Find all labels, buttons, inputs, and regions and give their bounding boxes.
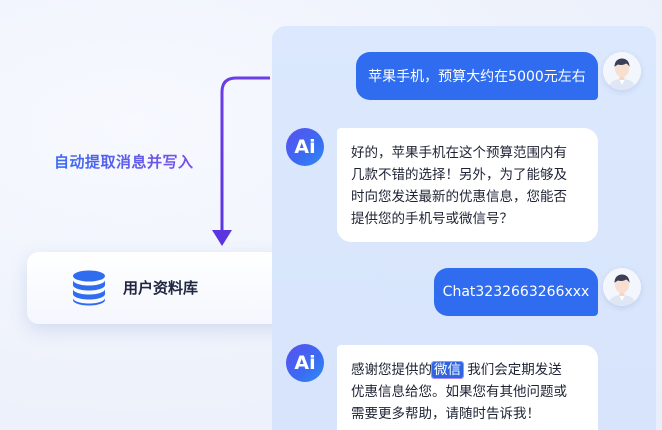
- ai-message-bubble: 好的，苹果手机在这个预算范围内有 几款不错的选择！另外，为了能够及 时向您发送最…: [337, 128, 598, 242]
- message-line: 需要更多帮助，请随时告诉我！: [351, 406, 540, 422]
- message-line: 感谢您提供的微信 我们会定期发送: [351, 359, 582, 381]
- database-label: 用户资料库: [123, 279, 199, 297]
- message-text: Chat3232663266xxx: [442, 284, 590, 300]
- message-text: 苹果手机，预算大约在5000元左右: [368, 69, 586, 85]
- user-message-bubble: Chat3232663266xxx: [434, 268, 598, 316]
- message-line: 时向您发送最新的优惠信息，您能否: [351, 189, 567, 205]
- user-avatar: [603, 52, 641, 90]
- user-avatar: [603, 268, 641, 306]
- ai-avatar: Ai: [286, 344, 324, 382]
- message-line: 提供您的手机号或微信号？: [351, 211, 513, 227]
- message-line: 优惠信息给您。如果您有其他问题或: [351, 384, 567, 400]
- user-database-card: 用户资料库: [27, 252, 316, 324]
- flow-label: 自动提取消息并写入: [54, 153, 194, 171]
- message-line: 好的，苹果手机在这个预算范围内有: [351, 145, 567, 161]
- message-text-after: 我们会定期发送: [463, 362, 562, 378]
- ai-avatar: Ai: [286, 128, 324, 166]
- ai-message-bubble: 感谢您提供的微信 我们会定期发送 优惠信息给您。如果您有其他问题或 需要更多帮助…: [337, 345, 598, 430]
- highlighted-keyword: 微信: [431, 361, 464, 379]
- database-icon: [73, 270, 105, 306]
- user-message-bubble: 苹果手机，预算大约在5000元左右: [356, 52, 598, 100]
- message-line: 几款不错的选择！另外，为了能够及: [351, 167, 567, 183]
- user-avatar-icon: [603, 268, 641, 306]
- user-avatar-icon: [603, 52, 641, 90]
- message-text-before: 感谢您提供的: [351, 362, 432, 378]
